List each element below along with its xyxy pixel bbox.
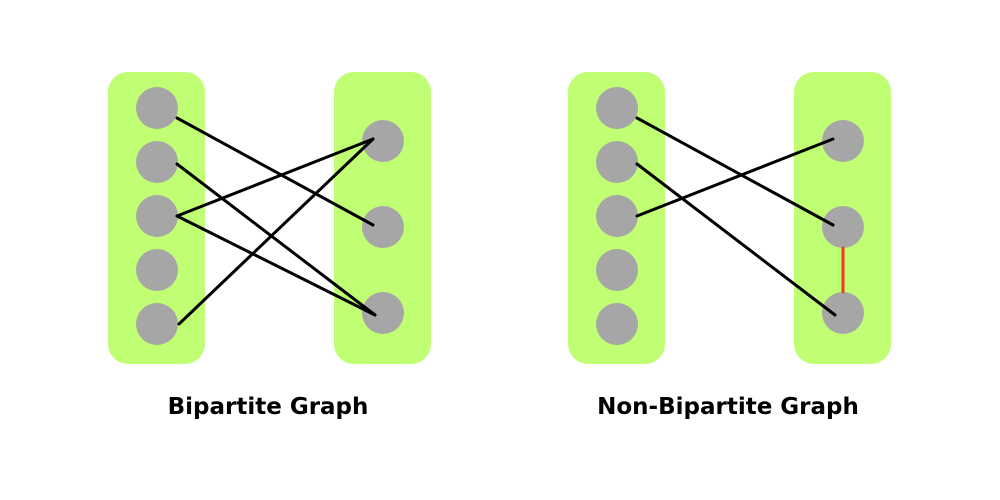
bipartite-edge-3 [175, 214, 377, 317]
non-bipartite-edge-2 [635, 137, 835, 218]
non-bipartite-edge-0 [635, 116, 835, 227]
bipartite-left-node-1 [136, 87, 178, 129]
bipartite-left-node-5 [136, 303, 178, 345]
non-bipartite-graph-caption: Non-Bipartite Graph [597, 394, 859, 420]
non-bipartite-right-node-3 [822, 292, 864, 334]
bipartite-left-node-3 [136, 195, 178, 237]
non-bipartite-edge-1 [635, 162, 837, 317]
bipartite-edge-4 [177, 137, 375, 326]
non-bipartite-left-node-4 [596, 249, 638, 291]
bipartite-right-node-1 [362, 120, 404, 162]
non-bipartite-left-node-2 [596, 141, 638, 183]
bipartite-graph [108, 72, 431, 364]
non-bipartite-graph [568, 72, 891, 364]
bipartite-graph-caption: Bipartite Graph [167, 394, 369, 420]
bipartite-edge-1 [175, 162, 377, 317]
bipartite-right-node-3 [362, 292, 404, 334]
bipartite-left-node-4 [136, 249, 178, 291]
non-bipartite-left-node-1 [596, 87, 638, 129]
non-bipartite-left-node-5 [596, 303, 638, 345]
non-bipartite-right-node-2 [822, 206, 864, 248]
bipartite-edge-0 [175, 116, 375, 227]
bipartite-left-node-2 [136, 141, 178, 183]
bipartite-right-node-2 [362, 206, 404, 248]
non-bipartite-right-node-1 [822, 120, 864, 162]
bipartite-edge-2 [175, 137, 375, 218]
non-bipartite-left-node-3 [596, 195, 638, 237]
